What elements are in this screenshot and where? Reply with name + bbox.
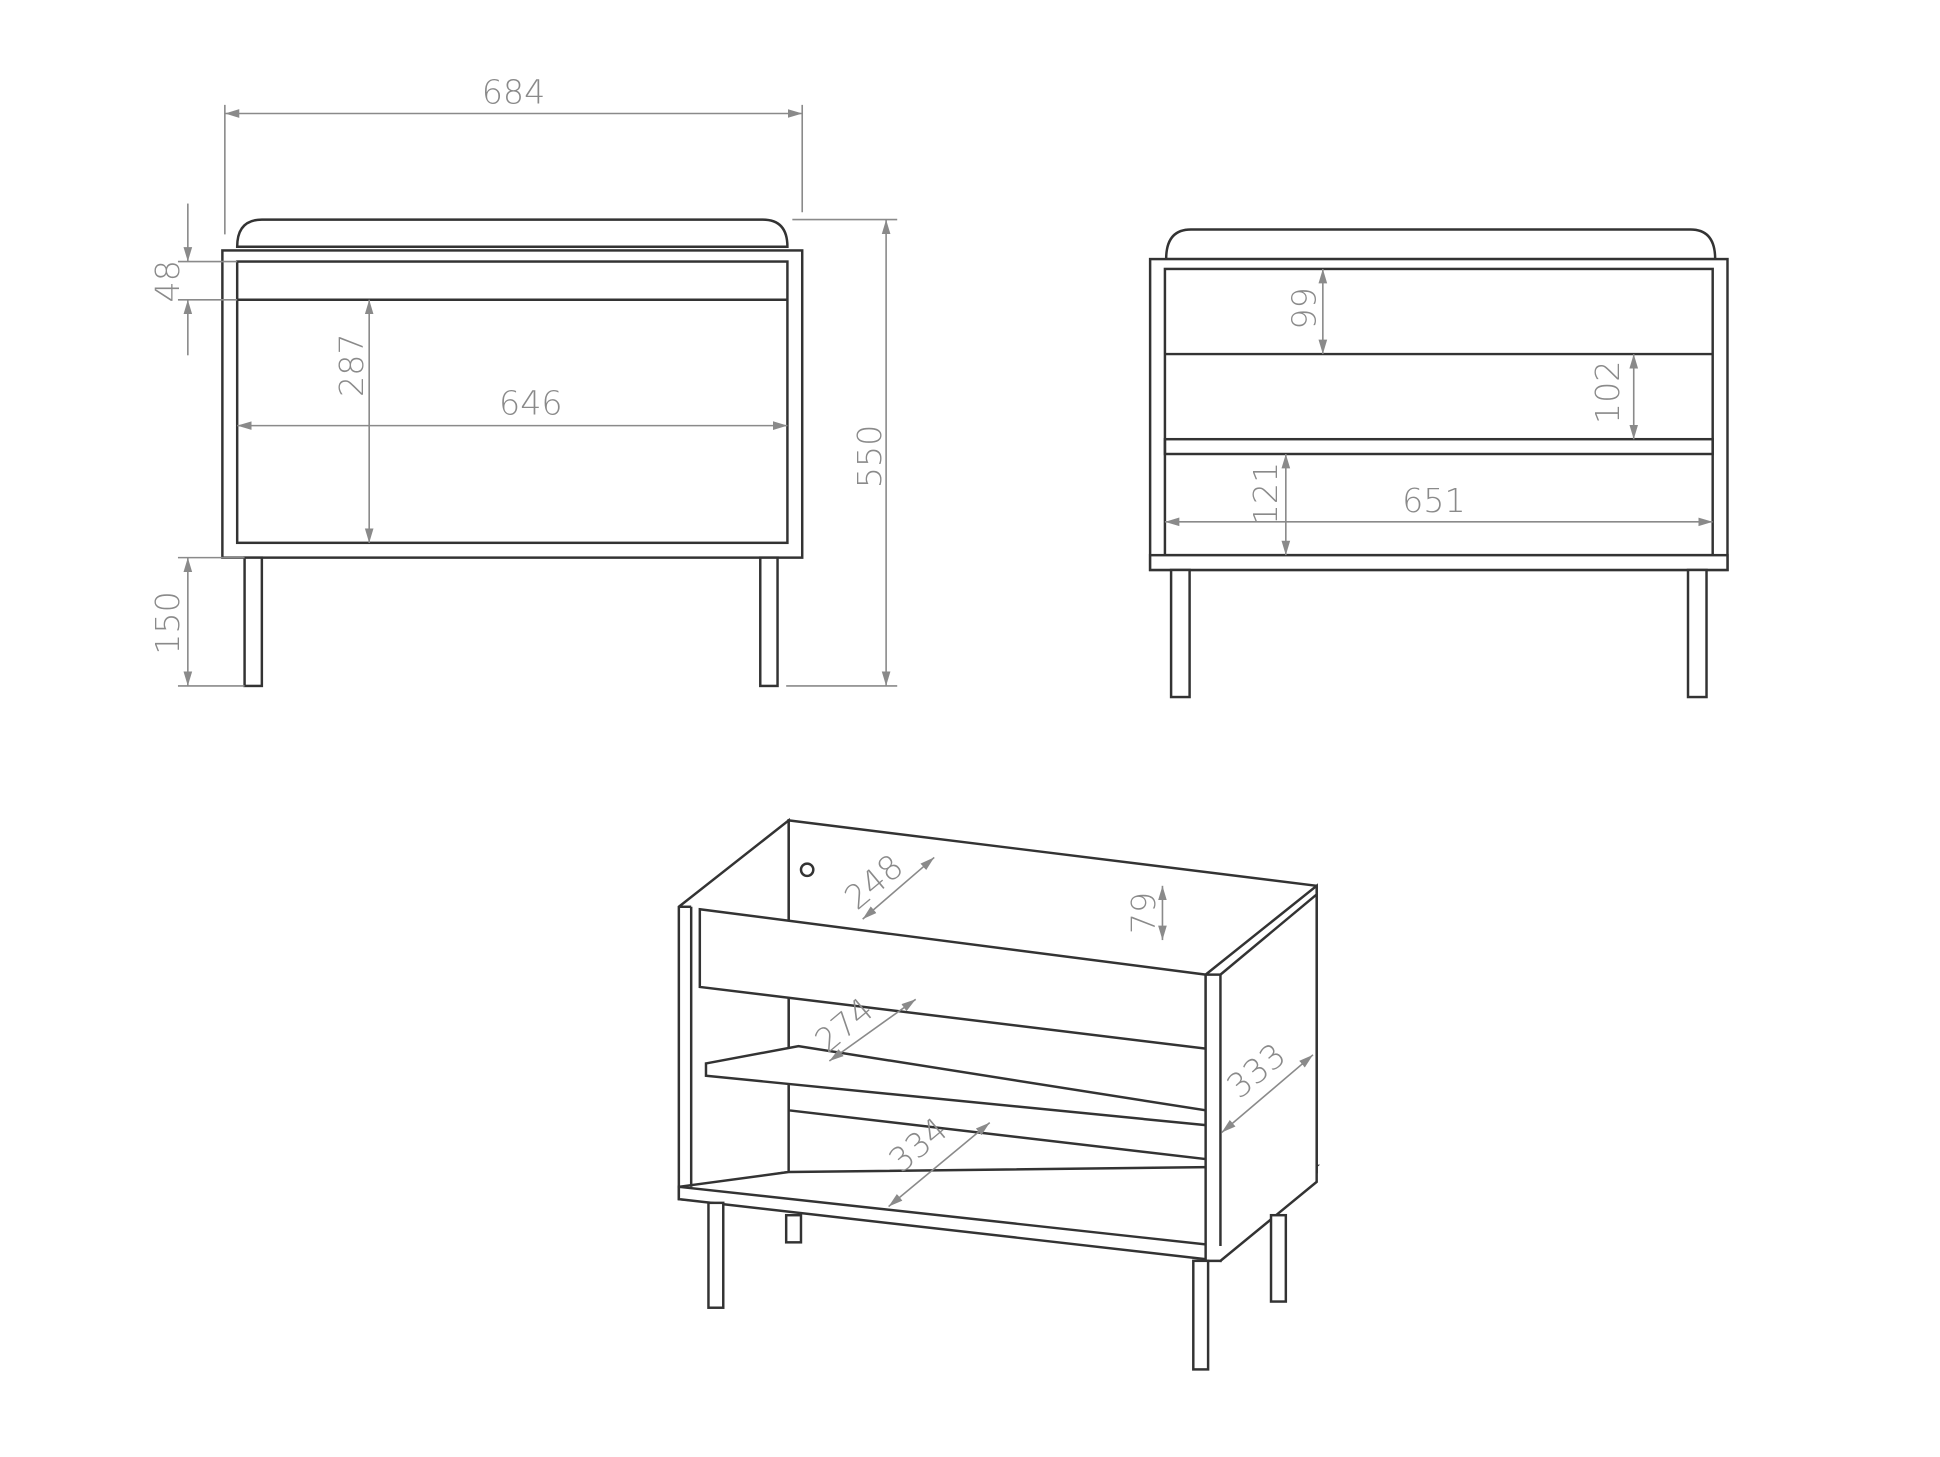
dim-total-height: 550	[850, 425, 889, 489]
front-view: 684 550 48 150 287 646	[148, 73, 898, 688]
dim-rail-height: 79	[1124, 892, 1163, 934]
dim-inner-height: 287	[332, 333, 371, 397]
dim-inner-width-rear: 651	[1402, 481, 1466, 520]
dim-width-total: 684	[482, 73, 546, 112]
dim-leg-height: 150	[148, 591, 187, 655]
dim-bottom-compartment: 121	[1246, 462, 1285, 526]
isometric-view: 248 79 274 334 333	[677, 817, 1321, 1371]
dim-top-rail: 48	[148, 260, 187, 302]
dim-middle-compartment: 102	[1588, 361, 1627, 425]
dim-top-compartment: 99	[1284, 287, 1323, 329]
dim-inner-width: 646	[499, 384, 563, 423]
rear-view: 99 102 121 651	[1148, 228, 1729, 699]
